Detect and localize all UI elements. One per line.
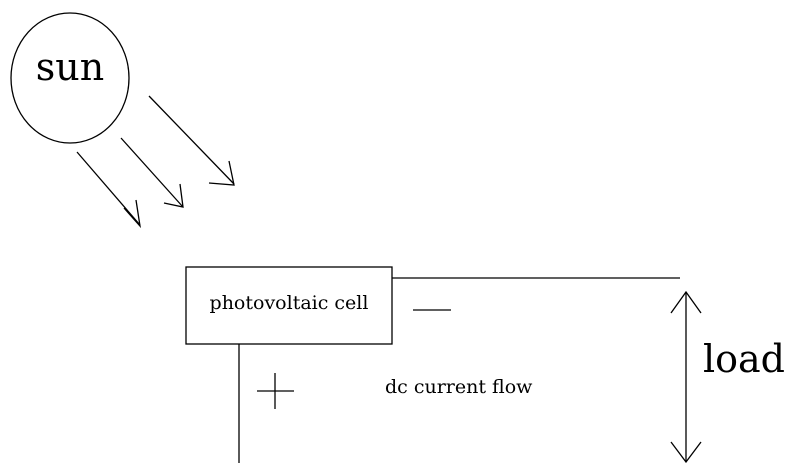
sun-rays: [76, 95, 235, 229]
cell-box: [185, 266, 393, 345]
sun-circle: [10, 12, 130, 144]
plus-sign-mark: [257, 373, 294, 409]
sun: sun: [10, 12, 130, 144]
ray-arrow-1: [76, 151, 141, 229]
ray-arrow-2: [120, 137, 184, 208]
cell-label: photovoltaic cell: [210, 292, 369, 314]
load-label: load: [703, 337, 785, 381]
sun-label: sun: [36, 45, 104, 89]
load-arrow: [670, 290, 702, 463]
ray-arrow-3: [148, 95, 235, 186]
current-flow-label: dc current flow: [385, 376, 533, 398]
photovoltaic-cell: photovoltaic cell: [185, 266, 393, 345]
